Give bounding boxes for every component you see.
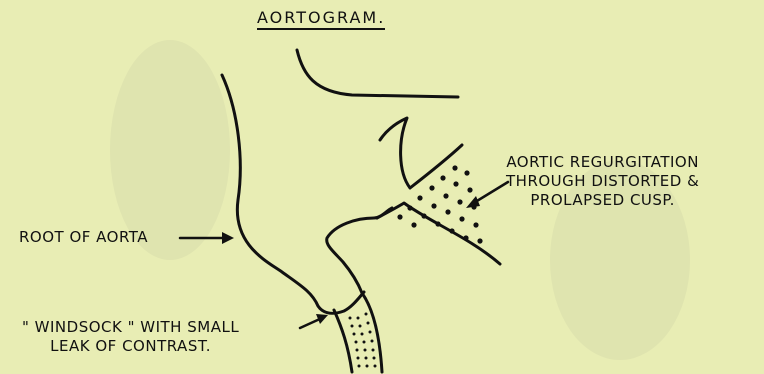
aortic-root-wall — [222, 75, 364, 313]
windsock-line-1: " WINDSOCK " WITH SMALL — [22, 318, 239, 337]
windsock-outline — [327, 208, 392, 293]
diagram-title: AORTOGRAM. — [257, 8, 385, 30]
upper-aorta-wall — [297, 50, 458, 97]
regurgitation-line-3: PROLAPSED CUSP. — [506, 191, 699, 210]
cusp-lower-wall — [377, 203, 500, 264]
regurgitation-line-1: AORTIC REGURGITATION — [506, 153, 699, 172]
windsock-label: " WINDSOCK " WITH SMALL LEAK OF CONTRAST… — [22, 318, 239, 356]
windsock-arrow — [300, 314, 328, 328]
regurgitation-line-2: THROUGH DISTORTED & — [506, 172, 699, 191]
root-of-aorta-label: ROOT OF AORTA — [19, 228, 148, 247]
windsock-line-2: LEAK OF CONTRAST. — [22, 337, 239, 356]
leak-dots — [349, 313, 377, 368]
regurgitation-arrow — [466, 182, 508, 208]
regurgitation-label: AORTIC REGURGITATION THROUGH DISTORTED &… — [506, 153, 699, 210]
cusp-upper-wall — [380, 118, 462, 188]
leak-channel-right — [362, 293, 382, 372]
